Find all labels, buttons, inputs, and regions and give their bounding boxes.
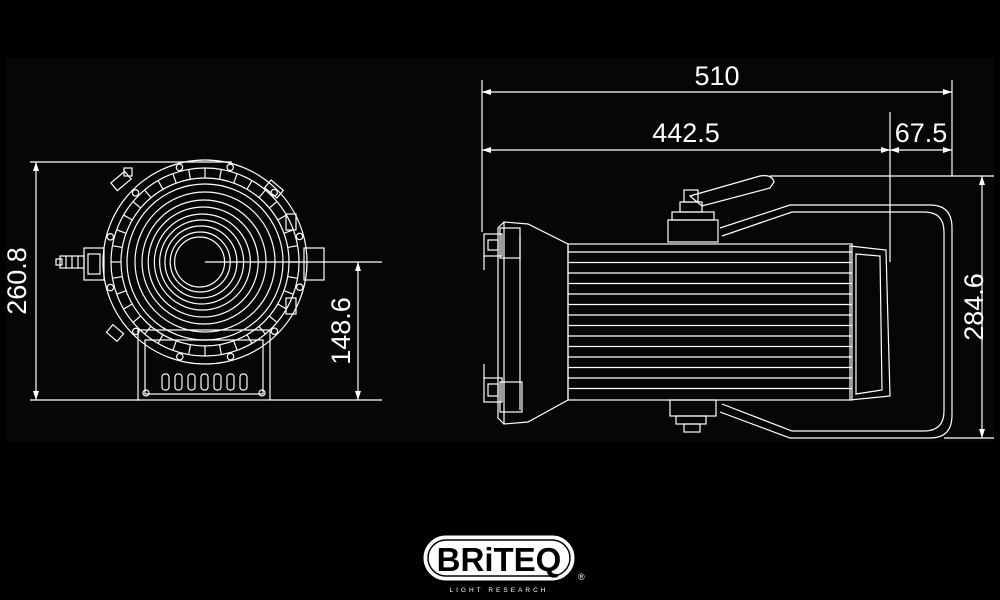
front-clips	[483, 227, 523, 413]
front-view	[30, 159, 382, 401]
housing-tooth	[188, 169, 192, 180]
housing-tooth	[123, 303, 133, 310]
housing-screw	[270, 327, 279, 335]
housing-screw	[175, 163, 184, 172]
housing-tooth	[246, 180, 253, 190]
housing-tooth	[218, 344, 222, 355]
right-clamp	[303, 247, 325, 281]
housing-screw	[295, 232, 304, 241]
front-height-dimension	[30, 161, 232, 401]
briteq-logo: BRiTEQ ® LIGHT RESEARCH	[423, 535, 585, 594]
housing-tooth	[188, 344, 192, 355]
logo-registered: ®	[578, 572, 585, 582]
lens-ring	[169, 231, 231, 293]
housing-tooth	[112, 275, 123, 279]
side-view	[481, 80, 994, 439]
housing-tooth	[268, 315, 278, 323]
base-slot	[213, 373, 222, 391]
housing-tooth	[233, 340, 238, 351]
base-slot	[200, 373, 209, 391]
housing-screw	[176, 352, 184, 361]
front-center-height-label: 148.6	[326, 297, 356, 365]
housing-tooth	[283, 290, 294, 295]
front-knob	[55, 255, 85, 269]
fresnel-lens	[134, 191, 276, 333]
lens-ring	[159, 219, 245, 305]
lens-ring	[147, 206, 259, 318]
housing-tooth	[123, 214, 133, 221]
housing-tooth	[172, 340, 177, 351]
housing-screw	[295, 283, 304, 291]
housing-teeth	[111, 168, 299, 356]
housing-outer-ring	[102, 159, 308, 365]
base-slot	[239, 373, 248, 391]
cooling-fins	[568, 251, 852, 390]
housing-screw	[132, 327, 140, 336]
base-slot	[187, 373, 196, 391]
housing-tooth	[157, 334, 164, 344]
housing-tooth	[233, 173, 238, 184]
housing-tooth	[157, 180, 164, 190]
base-slots	[161, 373, 248, 391]
housing-screw	[226, 163, 234, 172]
housing-tooth	[258, 189, 266, 199]
housing-screw	[226, 352, 235, 361]
side-length-dimensions	[481, 80, 953, 262]
housing-tooth	[172, 173, 177, 184]
housing-screw	[106, 283, 115, 292]
housing-tooth	[268, 201, 278, 209]
logo-brand: BRiTEQ	[437, 541, 562, 578]
housing-tooth	[287, 245, 298, 249]
lens-ring	[134, 191, 276, 333]
side-height-dimension	[770, 175, 994, 439]
logo-tagline: LIGHT RESEARCH	[450, 587, 549, 594]
housing-tooth	[144, 325, 152, 335]
rear-cap	[849, 245, 891, 401]
front-height-label: 260.8	[2, 247, 32, 315]
front-base	[137, 329, 271, 401]
housing-tooth	[277, 303, 287, 310]
side-height-label: 284.6	[959, 273, 989, 341]
lens-ring	[153, 213, 251, 311]
base-slot	[226, 373, 235, 391]
lens-ring	[174, 236, 226, 288]
housing-tooth	[277, 214, 287, 221]
side-total-length-label: 510	[694, 61, 739, 91]
base-slot	[174, 373, 183, 391]
side-rear-length-label: 67.5	[895, 118, 948, 148]
tilt-lock-handle	[667, 175, 775, 243]
housing-tooth	[116, 290, 127, 295]
housing-screw	[106, 233, 115, 241]
lens-ring	[141, 199, 267, 325]
housing-tooth	[132, 315, 142, 323]
side-body-length-label: 442.5	[652, 118, 720, 148]
lens-ring	[164, 225, 238, 299]
housing-screw	[131, 189, 140, 197]
housing-tooth	[246, 334, 253, 344]
barn-door-brackets	[105, 167, 297, 343]
housing-tooth	[132, 201, 142, 209]
housing-tooth	[144, 189, 152, 199]
housing-tooth	[116, 229, 127, 234]
housing-tooth	[287, 275, 298, 279]
housing-tooth	[258, 325, 266, 335]
base-slot	[161, 373, 170, 391]
housing-tooth	[218, 169, 222, 180]
yoke-arm	[719, 204, 953, 439]
housing-tooth	[112, 245, 123, 249]
